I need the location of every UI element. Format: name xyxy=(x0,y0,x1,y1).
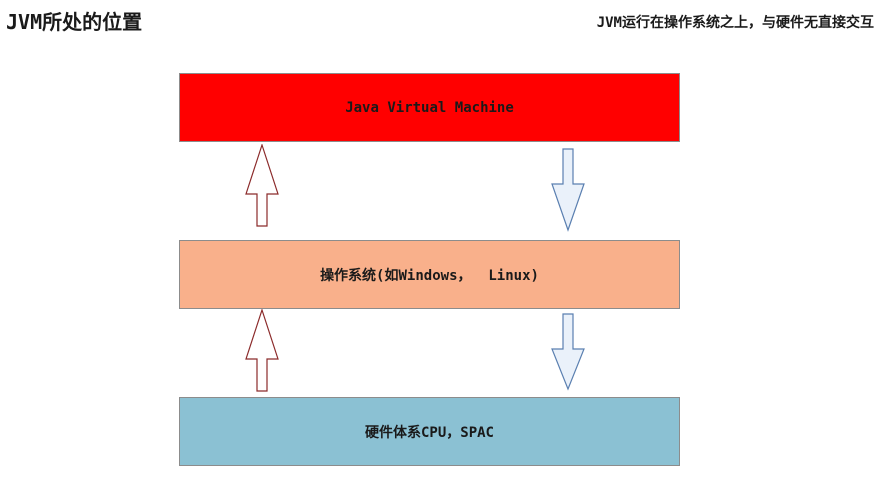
down-arrow-jvm-to-os xyxy=(550,148,586,232)
page-title: JVM所处的位置 xyxy=(6,10,143,34)
os-layer: 操作系统(如Windows， Linux) xyxy=(179,240,680,309)
hardware-layer-label: 硬件体系CPU，SPAC xyxy=(364,424,494,441)
up-arrow-os-to-jvm xyxy=(244,144,280,228)
down-arrow-os-to-hw xyxy=(550,313,586,391)
jvm-layer-label: Java Virtual Machine xyxy=(345,99,514,116)
hardware-layer: 硬件体系CPU，SPAC xyxy=(179,397,680,466)
up-arrow-hw-to-os xyxy=(244,309,280,393)
page-subtitle: JVM运行在操作系统之上，与硬件无直接交互 xyxy=(596,15,874,31)
os-layer-label: 操作系统(如Windows， Linux) xyxy=(320,267,539,284)
jvm-layer: Java Virtual Machine xyxy=(179,73,680,142)
